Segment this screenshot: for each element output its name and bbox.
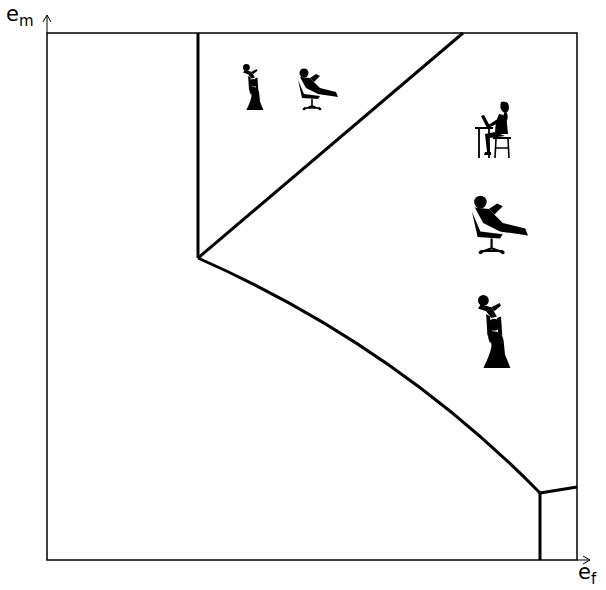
mother-baby-icon <box>478 295 510 368</box>
region-boundary <box>197 33 200 258</box>
axis-label-e: e <box>578 562 591 583</box>
y-axis-line <box>47 15 48 33</box>
region-boundary <box>198 33 463 258</box>
axis-subscript: m <box>19 14 34 29</box>
woman-laptop-icon <box>475 102 511 158</box>
axis-label-e: e <box>6 4 19 25</box>
region-boundary <box>539 493 542 560</box>
man-chair-icon <box>298 69 338 111</box>
plot-frame <box>47 33 577 560</box>
y-axis-arrow <box>43 15 51 22</box>
region-boundary <box>540 487 577 493</box>
man-chair-icon <box>472 196 528 255</box>
region-boundary-curve <box>198 258 540 493</box>
x-axis-line <box>577 560 590 561</box>
mother-baby-icon <box>243 64 263 110</box>
axis-subscript: f <box>591 572 596 587</box>
